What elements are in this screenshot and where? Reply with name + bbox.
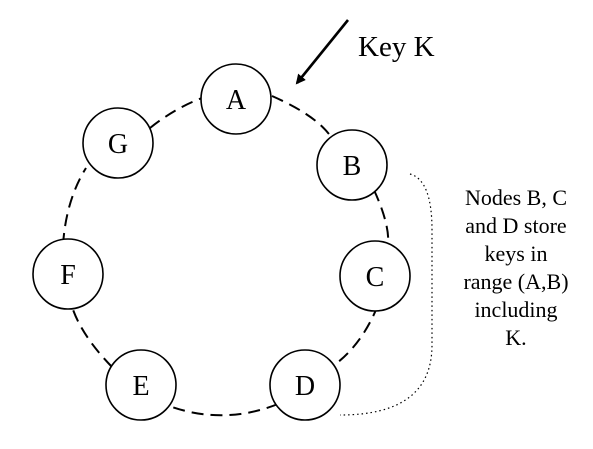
node-d: D	[269, 349, 341, 421]
ring-arc-e-f	[69, 299, 113, 368]
node-b-label: B	[343, 151, 362, 182]
node-g-label: G	[108, 129, 128, 160]
node-a: A	[200, 63, 272, 135]
node-c: C	[339, 240, 411, 312]
note-line-4: range (A,B)	[463, 269, 568, 294]
node-d-label: D	[295, 371, 315, 402]
node-e: E	[105, 349, 177, 421]
node-a-label: A	[226, 85, 247, 116]
key-label: Key K	[358, 31, 435, 63]
ring-arc-a-b	[271, 95, 335, 143]
note-line-3: keys in	[485, 241, 548, 266]
note-line-6: K.	[505, 325, 526, 350]
range-note: Nodes B, C and D store keys in range (A,…	[463, 185, 568, 350]
node-f: F	[32, 238, 104, 310]
node-c-label: C	[366, 262, 385, 293]
note-line-2: and D store	[465, 213, 566, 238]
ring	[62, 95, 390, 417]
node-e-label: E	[132, 371, 149, 402]
node-g: G	[82, 107, 154, 179]
key-arrow	[295, 19, 350, 85]
note-line-1: Nodes B, C	[465, 185, 567, 210]
ring-arc-f-g	[62, 167, 87, 246]
ring-arc-g-a	[149, 97, 203, 129]
ring-arc-d-e	[171, 403, 279, 417]
note-line-5: including	[474, 297, 557, 322]
node-b: B	[316, 129, 388, 201]
ring-arc-b-c	[373, 189, 390, 246]
ring-arc-c-d	[332, 304, 379, 367]
node-f-label: F	[60, 260, 76, 291]
range-bracket	[339, 173, 433, 416]
